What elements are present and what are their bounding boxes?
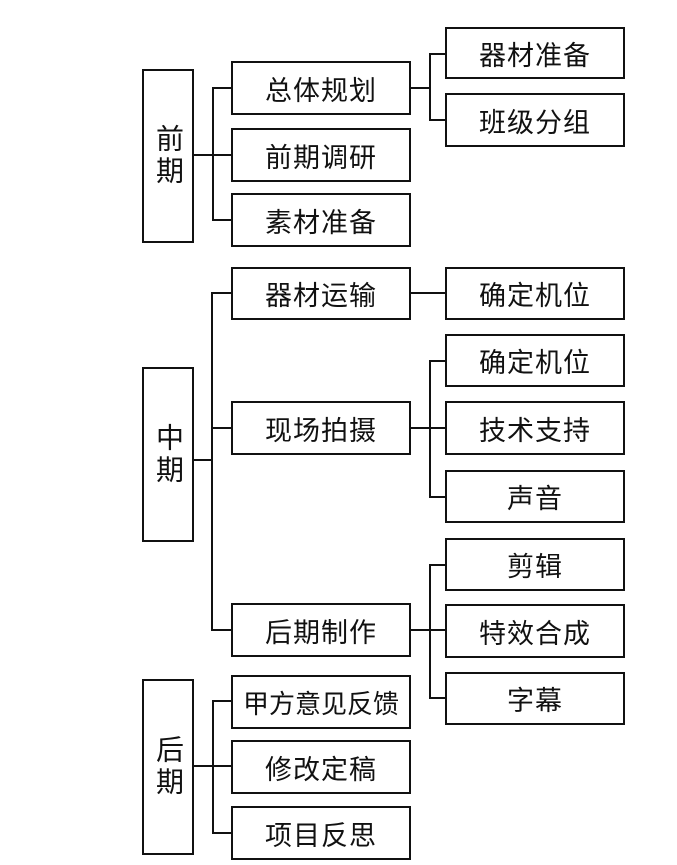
node-overall-planning: 总体规划: [231, 61, 411, 115]
node-equipment-preparation: 器材准备: [445, 27, 625, 79]
node-on-site-shooting: 现场拍摄: [231, 401, 411, 455]
node-special-effects: 特效合成: [445, 604, 625, 658]
node-material-preparation: 素材准备: [231, 193, 411, 247]
phase-late: 后期: [142, 679, 194, 855]
phase-middle: 中期: [142, 367, 194, 542]
node-final-revision: 修改定稿: [231, 740, 411, 794]
node-project-reflection: 项目反思: [231, 806, 411, 860]
phase-early: 前期: [142, 69, 194, 243]
node-camera-position-2: 确定机位: [445, 334, 625, 387]
node-editing: 剪辑: [445, 538, 625, 591]
node-post-production: 后期制作: [231, 603, 411, 657]
node-preliminary-research: 前期调研: [231, 128, 411, 182]
node-class-grouping: 班级分组: [445, 93, 625, 147]
node-technical-support: 技术支持: [445, 401, 625, 455]
node-subtitles: 字幕: [445, 672, 625, 725]
node-camera-position-1: 确定机位: [445, 267, 625, 320]
node-equipment-transport: 器材运输: [231, 267, 411, 320]
node-client-feedback: 甲方意见反馈: [231, 675, 411, 729]
node-sound: 声音: [445, 470, 625, 523]
